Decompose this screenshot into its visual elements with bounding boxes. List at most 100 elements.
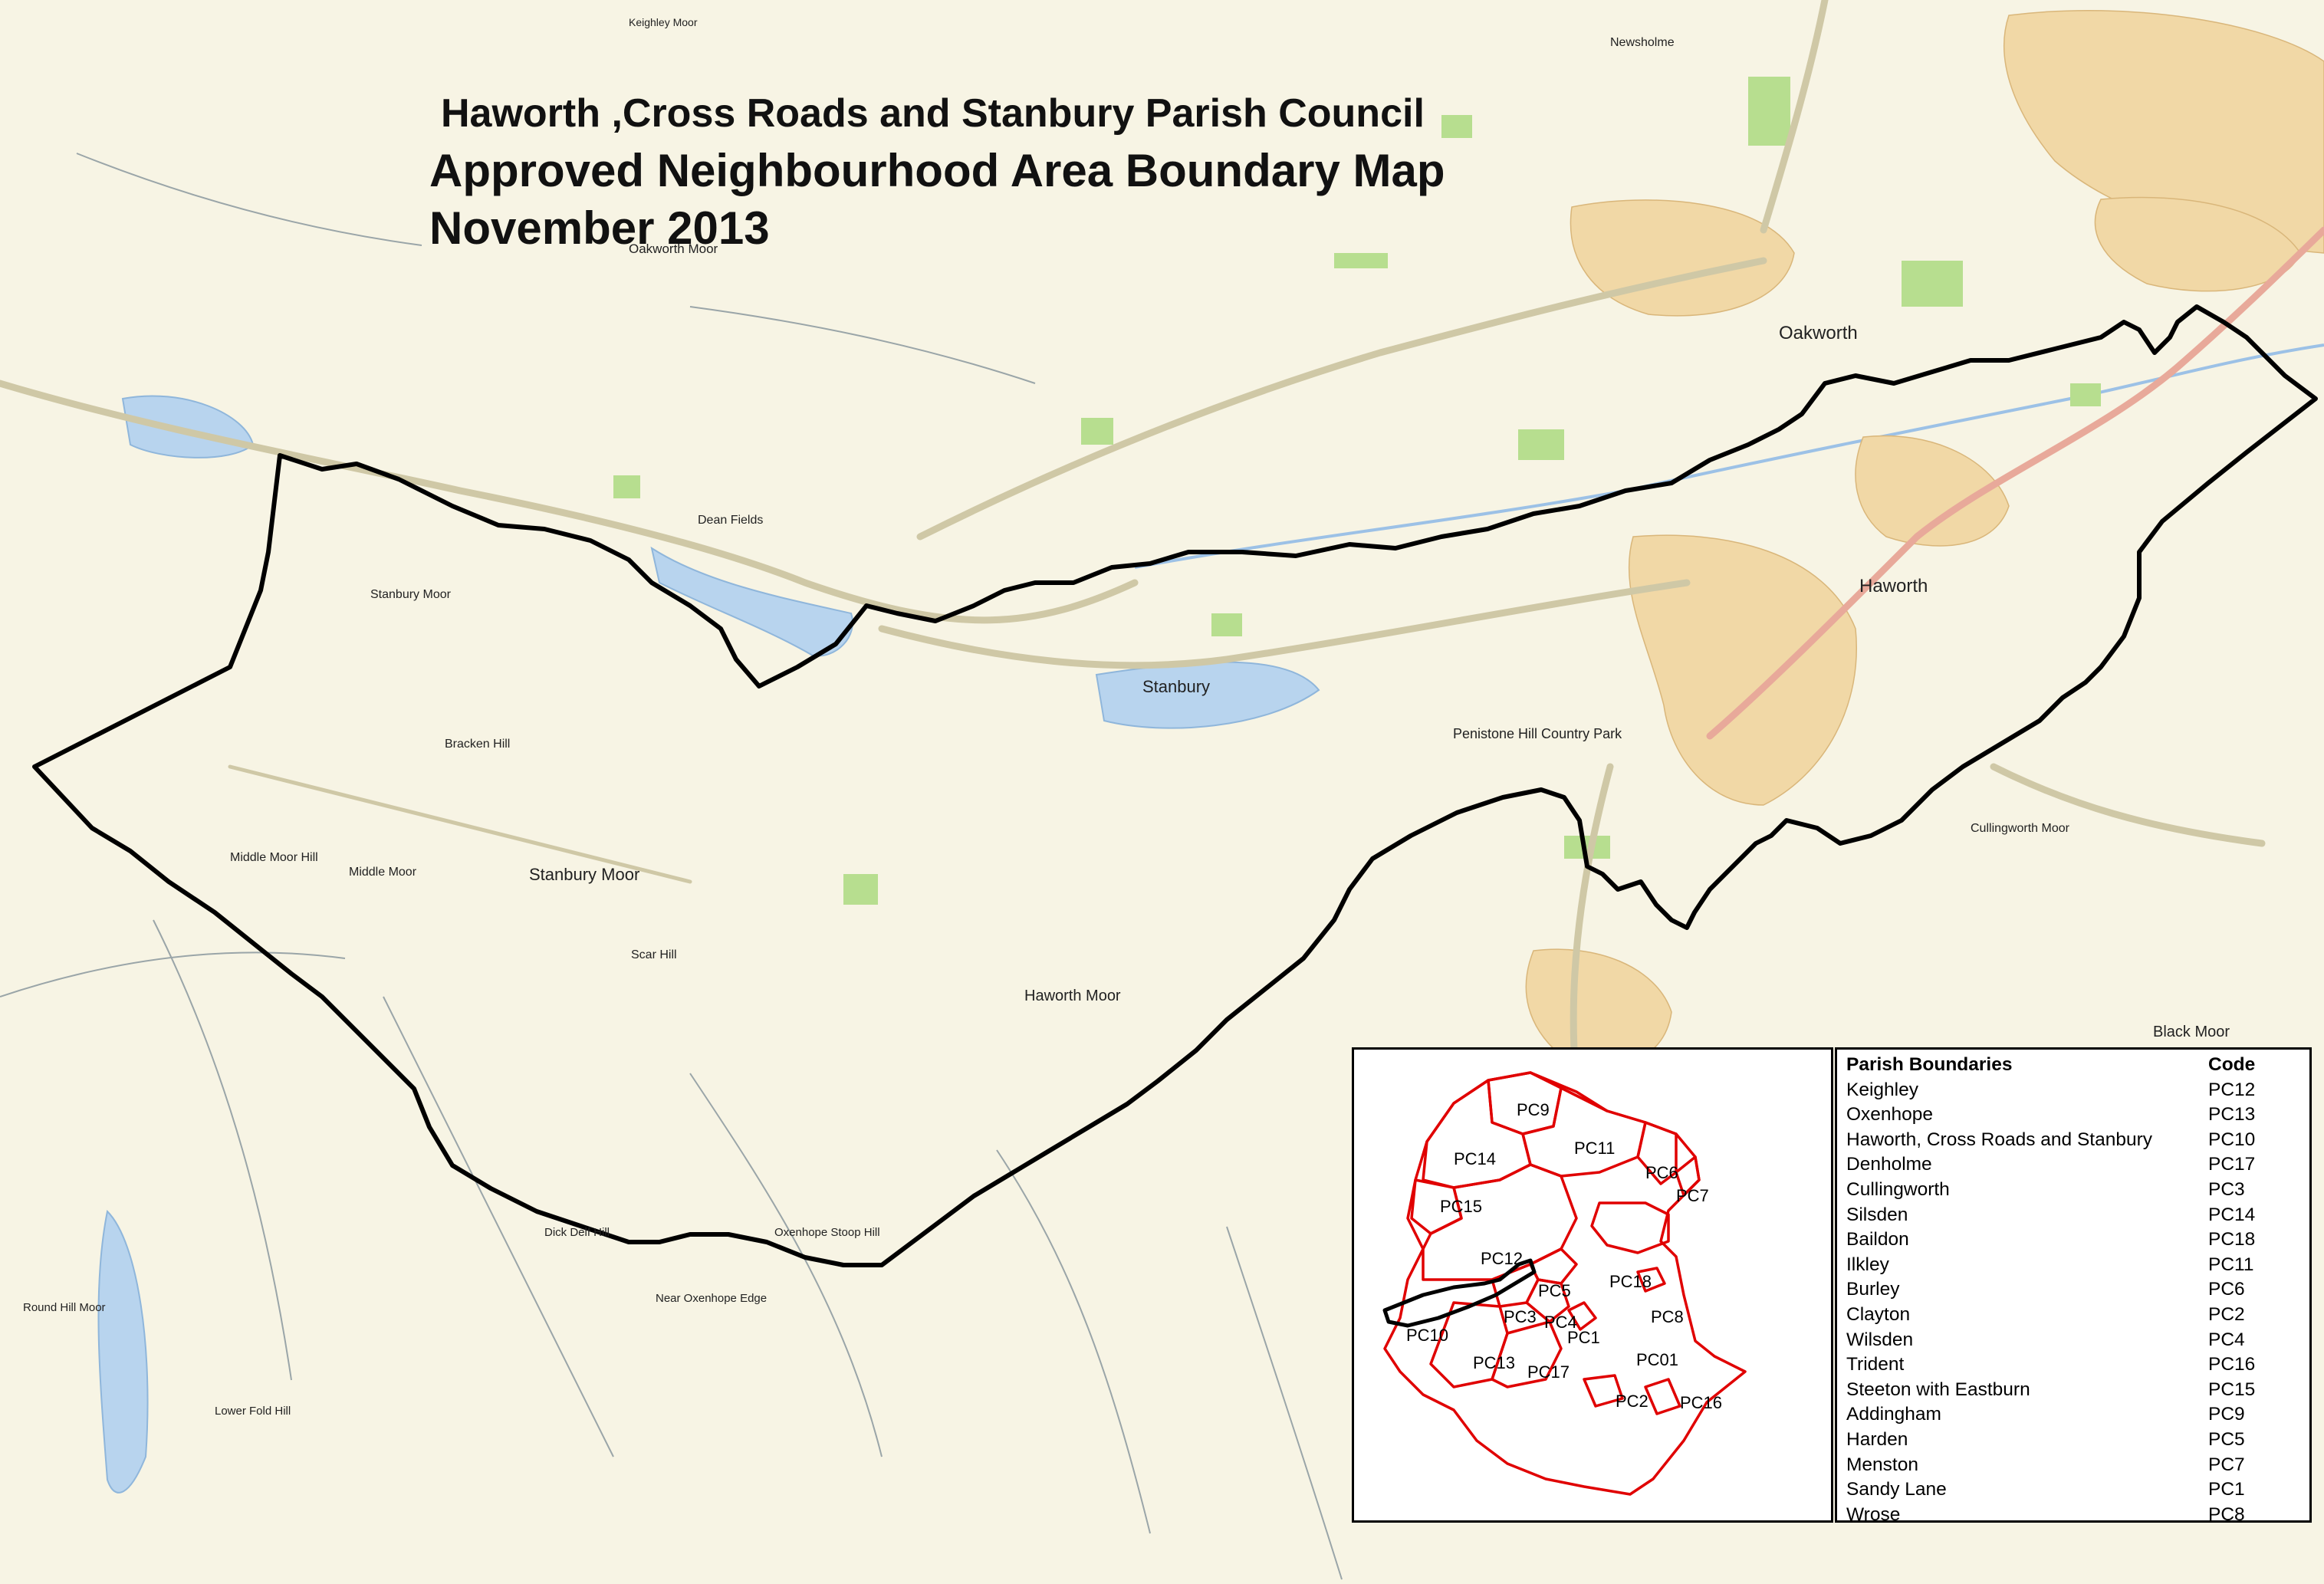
wood-2 bbox=[1211, 613, 1242, 636]
inset-label-pc14: PC14 bbox=[1454, 1149, 1496, 1168]
legend-parish-code: PC2 bbox=[2208, 1303, 2245, 1325]
label-lower-fold-hill: Lower Fold Hill bbox=[215, 1405, 291, 1418]
legend-parish-code: PC1 bbox=[2208, 1479, 2245, 1500]
urban-areas bbox=[1525, 10, 2324, 1066]
legend-parish-name: Baildon bbox=[1846, 1229, 1909, 1250]
legend-parish-code: PC8 bbox=[2208, 1503, 2245, 1525]
legend-parish-name: Sandy Lane bbox=[1846, 1479, 1947, 1500]
road-west-track bbox=[228, 764, 692, 884]
urban-haworth bbox=[1628, 534, 1857, 806]
label-stanbury-moor-north: Stanbury Moor bbox=[370, 588, 452, 601]
pc17-area bbox=[1491, 1320, 1563, 1388]
legend-header-code: Code bbox=[2208, 1054, 2256, 1075]
inset-label-pc15: PC15 bbox=[1440, 1197, 1482, 1216]
map-title-line-3: November 2013 bbox=[429, 202, 770, 254]
woodland bbox=[613, 77, 2247, 905]
label-oakworth-moor: Oakworth Moor bbox=[629, 242, 718, 256]
pc6-area bbox=[1636, 1121, 1678, 1185]
stream-2 bbox=[383, 996, 614, 1457]
label-stanbury: Stanbury bbox=[1142, 677, 1210, 696]
label-oakworth: Oakworth bbox=[1779, 323, 1858, 343]
legend-header-name: Parish Boundaries bbox=[1846, 1054, 2013, 1075]
road-cullingworth bbox=[1990, 763, 2266, 847]
label-dean-fields: Dean Fields bbox=[698, 514, 763, 527]
inset-label-pc18: PC18 bbox=[1609, 1272, 1652, 1291]
wood-10 bbox=[613, 475, 640, 498]
road-stanbury bbox=[878, 579, 1691, 669]
inset-label-pc6: PC6 bbox=[1645, 1163, 1678, 1182]
neighbourhood-area-boundary[interactable] bbox=[32, 304, 2318, 1267]
reservoir-south-west bbox=[97, 1209, 149, 1494]
wood-1 bbox=[1081, 418, 1113, 445]
legend-parish-name: Burley bbox=[1846, 1279, 1900, 1300]
legend-row: Sandy Lane PC1 bbox=[1846, 1477, 2300, 1503]
label-stanbury-moor: Stanbury Moor bbox=[529, 865, 639, 884]
wood-6 bbox=[1902, 261, 1963, 307]
inset-label-pc5: PC5 bbox=[1538, 1281, 1571, 1300]
legend-row: Silsden PC14 bbox=[1846, 1203, 2300, 1228]
legend-parish-name: Ilkley bbox=[1846, 1254, 1889, 1275]
label-cullingworth-moor: Cullingworth Moor bbox=[1971, 822, 2070, 835]
pc16-area bbox=[1644, 1378, 1681, 1415]
label-middle-moor: Middle Moor bbox=[349, 866, 417, 879]
inset-label-pc4: PC4 bbox=[1544, 1313, 1577, 1332]
stream-1 bbox=[153, 919, 292, 1381]
place-labels: Oakworth Moor Keighley Moor Stanbury Moo… bbox=[23, 16, 2230, 1418]
legend-parish-code: PC13 bbox=[2208, 1104, 2256, 1126]
stream-6 bbox=[0, 951, 346, 997]
map-title-line-2: Approved Neighbourhood Area Boundary Map bbox=[429, 145, 1445, 196]
legend-parish-name: Menston bbox=[1846, 1454, 1918, 1475]
map-title-line-1: Haworth ,Cross Roads and Stanbury Parish… bbox=[441, 91, 1425, 136]
pc4-area bbox=[1525, 1278, 1570, 1323]
legend-parish-name: Wilsden bbox=[1846, 1329, 1914, 1350]
pc10-area bbox=[1382, 1258, 1537, 1328]
track-7 bbox=[76, 153, 422, 246]
legend-parish-name: Silsden bbox=[1846, 1204, 1908, 1225]
inset-label-pc8: PC8 bbox=[1651, 1307, 1684, 1326]
stream-3 bbox=[689, 1073, 883, 1457]
legend-row: Wilsden PC4 bbox=[1846, 1328, 2300, 1353]
parish-inset-labels: PC9 PC14 PC11 PC6 PC7 PC15 PC12 PC18 PC5… bbox=[1406, 1100, 1722, 1412]
stream-4 bbox=[996, 1149, 1151, 1534]
legend-parish-code: PC4 bbox=[2208, 1329, 2245, 1350]
label-black-moor: Black Moor bbox=[2153, 1024, 2230, 1040]
inset-label-pc16: PC16 bbox=[1680, 1393, 1722, 1412]
wood-9 bbox=[1518, 429, 1564, 460]
legend-header: Parish Boundaries Code bbox=[1846, 1053, 2300, 1078]
legend-parish-name: Cullingworth bbox=[1846, 1178, 1950, 1200]
minor-tracks bbox=[0, 153, 1343, 1580]
label-haworth-moor: Haworth Moor bbox=[1024, 988, 1121, 1004]
legend-parish-code: PC5 bbox=[2208, 1428, 2245, 1450]
urban-cross-roads bbox=[1855, 435, 2010, 547]
track-8 bbox=[689, 306, 1036, 384]
legend-parish-name: Trident bbox=[1846, 1354, 1905, 1375]
legend-parish-name: Addingham bbox=[1846, 1404, 1941, 1425]
label-middle-moor-hill: Middle Moor Hill bbox=[230, 851, 318, 864]
legend-parish-name: Oxenhope bbox=[1846, 1104, 1934, 1126]
legend-row: Addingham PC9 bbox=[1846, 1402, 2300, 1428]
wood-3 bbox=[843, 874, 878, 905]
pc8-area bbox=[1636, 1267, 1666, 1293]
pc7-area bbox=[1675, 1155, 1701, 1197]
legend-parish-code: PC14 bbox=[2208, 1204, 2256, 1225]
inset-label-pc7: PC7 bbox=[1676, 1186, 1709, 1205]
legend-parish-code: PC10 bbox=[2208, 1129, 2256, 1150]
legend-parish-name: Keighley bbox=[1846, 1079, 1918, 1100]
road-north bbox=[1760, 0, 1829, 234]
legend-parish-code: PC9 bbox=[2208, 1404, 2245, 1425]
label-keighley-moor: Keighley Moor bbox=[629, 16, 698, 28]
wood-8 bbox=[2070, 383, 2101, 406]
legend-parish-name: Wrose bbox=[1846, 1503, 1901, 1525]
inset-label-pc12: PC12 bbox=[1481, 1249, 1523, 1268]
